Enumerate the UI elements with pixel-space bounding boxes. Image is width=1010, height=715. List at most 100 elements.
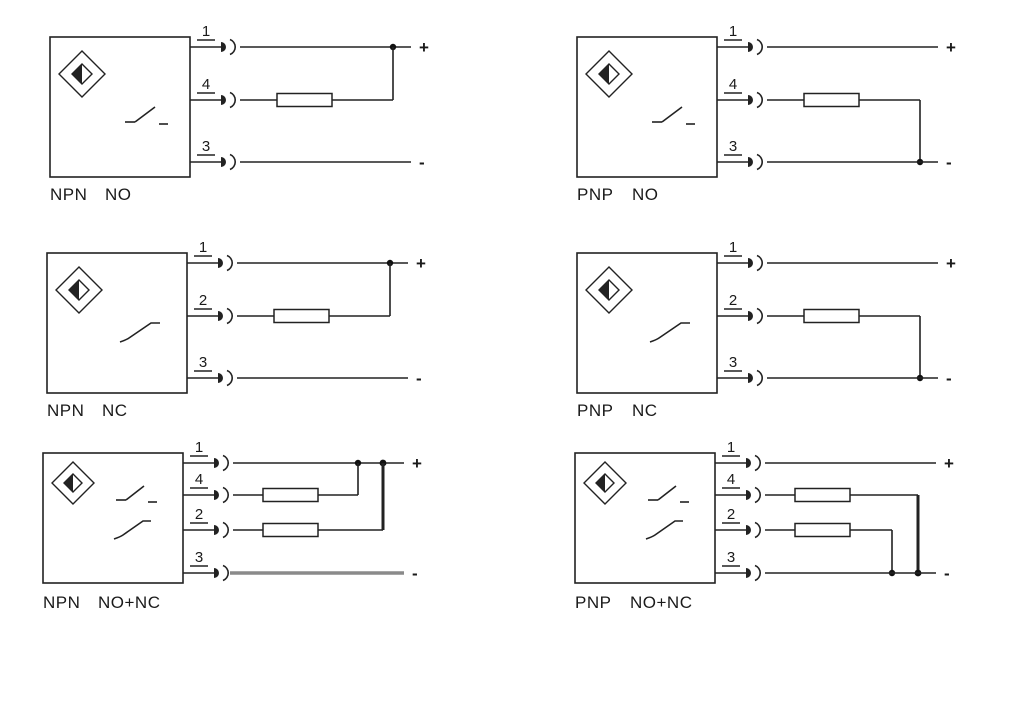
connector-icon [214,458,219,468]
pin-number: 3 [199,354,207,371]
pin-number: 1 [729,23,737,40]
connector-icon [748,258,753,268]
diagram-npn-nc: 1 2 3 + - NPN NC [22,238,472,443]
minus-terminal: - [416,369,422,388]
connector-icon [214,568,219,578]
wires [715,454,936,582]
pin-number: 2 [727,506,735,523]
pin-number: 2 [195,506,203,523]
sensor-box [576,252,718,394]
pin-number: 1 [727,439,735,456]
connector-icon [746,458,751,468]
connector-icon [214,490,219,500]
pin-number: 3 [202,138,210,155]
connector-icon [218,311,223,321]
plus-terminal: + [946,254,956,273]
wires [190,38,411,171]
proximity-sensor-icon [585,266,633,314]
no-switch-icon [116,485,157,503]
diagram-label-type: NPN [50,185,87,204]
load-resistor [803,308,860,324]
connector-icon [214,525,219,535]
minus-terminal: - [946,153,952,172]
minus-terminal: - [419,153,425,172]
minus-terminal: - [946,369,952,388]
pin-number: 1 [729,239,737,256]
sensor-box [46,252,188,394]
pin-number: 1 [199,239,207,256]
connector-icon [746,568,751,578]
load-resistor [262,487,319,503]
connector-icon [748,157,753,167]
pin-number: 1 [202,23,210,40]
plus-terminal: + [416,254,426,273]
nc-switch-icon [113,520,151,540]
connector-icon [748,42,753,52]
connector-icon [218,373,223,383]
connector-icon [218,258,223,268]
no-switch-icon [648,485,689,503]
proximity-sensor-icon [55,266,103,314]
junction-dot [389,43,397,51]
diagram-label-type: PNP [575,593,611,612]
diagram-label-type: PNP [577,401,613,420]
load-resistor [276,92,333,108]
diagram-label-contact: NO+NC [98,593,160,612]
sensor-box [576,36,718,178]
diagram-pnp-nc: 1 2 3 + - PNP NC [552,238,1002,443]
pin-number: 4 [202,76,210,93]
diagram-pnp-no: 1 4 3 + - PNP NO [552,22,1002,227]
connector-icon [221,42,226,52]
plus-terminal: + [412,454,422,473]
diagram-npn-no-nc: 1 4 2 3 + - NPN NO+NC [18,438,468,643]
load-resistor [273,308,330,324]
diagram-pnp-no-nc: 1 4 2 3 + - PNP NO+NC [550,438,1000,643]
diagram-label-contact: NO [632,185,659,204]
pin-number: 4 [729,76,737,93]
connector-icon [748,95,753,105]
proximity-sensor-icon [585,50,633,98]
diagram-label-contact: NO+NC [630,593,692,612]
pin-number: 2 [199,292,207,309]
diagram-label-contact: NC [102,401,128,420]
nc-switch-icon [645,520,683,540]
load-resistor [794,522,851,538]
plus-terminal: + [944,454,954,473]
connector-icon [748,311,753,321]
wires [187,254,408,387]
pin-number: 4 [727,471,735,488]
minus-terminal: - [412,564,418,583]
sensor-box [49,36,191,178]
load-resistor [803,92,860,108]
wires [183,454,404,582]
proximity-sensor-icon [583,461,627,505]
diagram-label-type: NPN [47,401,84,420]
wires [717,254,938,387]
diagram-label-type: PNP [577,185,613,204]
diagram-label-type: NPN [43,593,80,612]
pin-number: 1 [195,439,203,456]
load-resistor [794,487,851,503]
no-switch-icon [125,106,168,125]
minus-terminal: - [944,564,950,583]
connector-icon [748,373,753,383]
pin-number: 3 [195,549,203,566]
no-switch-icon [652,106,695,125]
proximity-sensor-icon [51,461,95,505]
connector-icon [746,525,751,535]
diagram-npn-no: 1 4 3 + - NPN NO [25,22,475,227]
load-resistor [262,522,319,538]
sensor-box [574,452,716,584]
plus-terminal: + [946,38,956,57]
plus-terminal: + [419,38,429,57]
diagram-label-contact: NO [105,185,132,204]
nc-switch-icon [119,322,160,343]
pin-number: 3 [727,549,735,566]
nc-switch-icon [649,322,690,343]
connector-icon [221,95,226,105]
pin-number: 4 [195,471,203,488]
pin-number: 2 [729,292,737,309]
connector-icon [221,157,226,167]
diagram-label-contact: NC [632,401,658,420]
